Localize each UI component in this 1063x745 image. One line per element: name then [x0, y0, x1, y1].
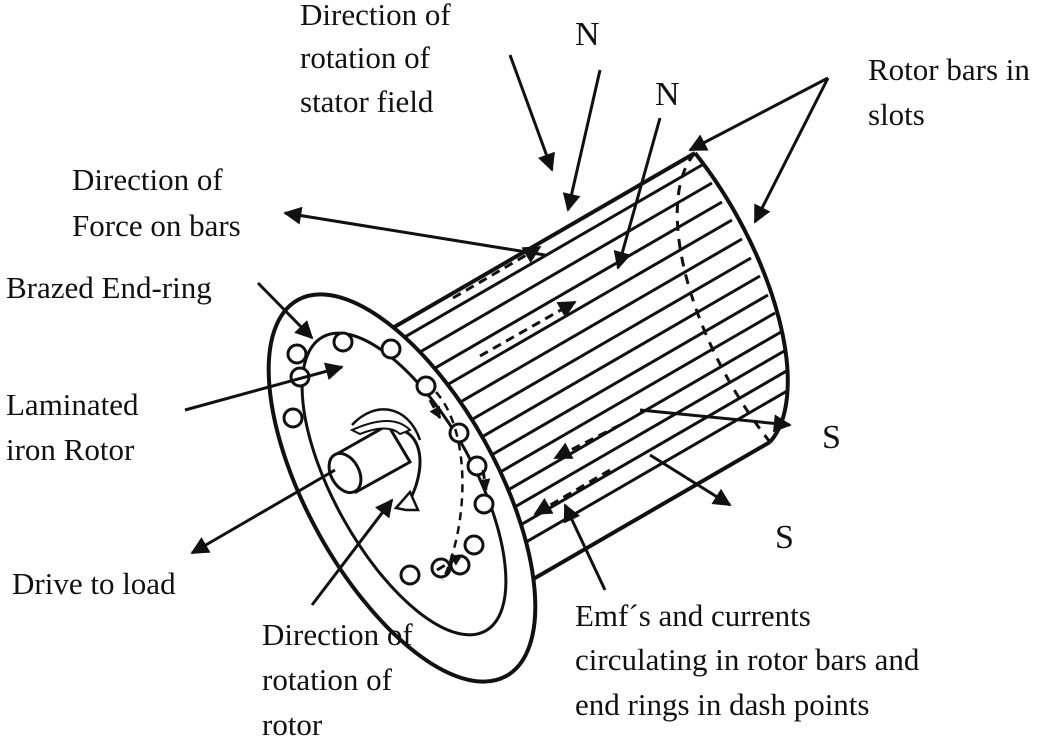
rotor-bars-label-line1: Rotor bars in — [868, 52, 1030, 87]
rotor-label-line2: iron Rotor — [6, 432, 135, 467]
end-ring-label: Brazed End-ring — [6, 270, 212, 305]
emf-label-line2: circulating in rotor bars and — [575, 642, 920, 677]
stator-field-label-line2: rotation of — [300, 40, 431, 75]
drive-label: Drive to load — [12, 566, 176, 601]
emf-label-line3: end rings in dash points — [575, 687, 870, 722]
rotor-label-line1: Laminated — [6, 387, 139, 422]
rotor-rotation-label-line2: rotation of — [262, 662, 393, 697]
force-label-line1: Direction of — [72, 162, 223, 197]
stator-field-label-line1: Direction of — [300, 0, 451, 32]
shaft — [327, 422, 413, 495]
north-pole-label-1: N — [575, 16, 600, 53]
labels: Direction of rotation of stator field Di… — [6, 0, 1030, 742]
hidden-end-ring — [675, 151, 772, 443]
end-ring-holes — [282, 331, 495, 586]
rotor-rotation-label-line3: rotor — [262, 707, 323, 740]
force-label-line2: Force on bars — [72, 208, 241, 243]
south-pole-label-1: S — [822, 419, 841, 456]
stator-field-label-line3: stator field — [300, 84, 434, 119]
current-arrows — [428, 245, 621, 572]
pointer-arrows — [184, 54, 830, 606]
rotor-bars-label-line2: slots — [868, 97, 925, 132]
north-pole-label-2: N — [655, 76, 680, 113]
south-pole-label-2: S — [775, 519, 794, 556]
rotor-rotation-label-line1: Direction of — [262, 617, 413, 652]
emf-label-line1: Emf´s and currents — [575, 598, 811, 633]
